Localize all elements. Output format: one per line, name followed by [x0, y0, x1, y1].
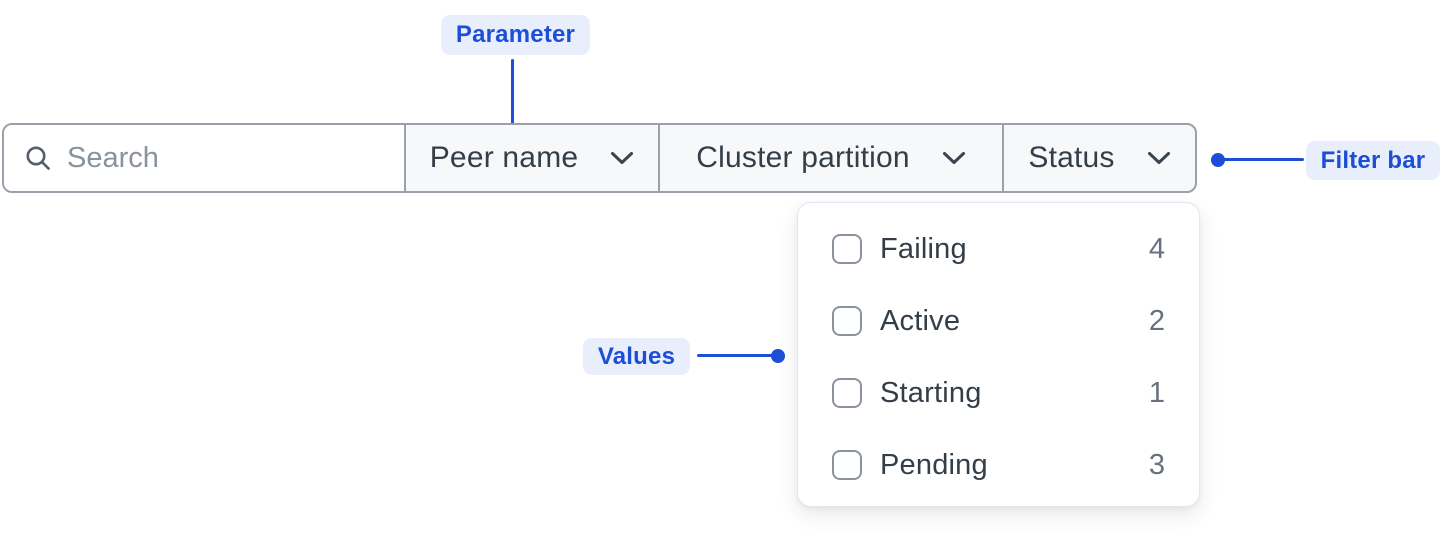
checkbox[interactable]	[832, 378, 862, 408]
status-option-failing[interactable]: Failing 4	[832, 213, 1165, 285]
status-option-active[interactable]: Active 2	[832, 285, 1165, 357]
search-input[interactable]	[67, 141, 404, 175]
cluster-partition-dropdown-label: Cluster partition	[696, 141, 910, 174]
peer-name-dropdown-label: Peer name	[429, 141, 579, 174]
parameter-annotation-badge: Parameter	[441, 15, 590, 55]
status-option-pending[interactable]: Pending 3	[832, 429, 1165, 501]
filter-bar-annotation-badge: Filter bar	[1306, 141, 1440, 180]
chevron-down-icon	[1147, 151, 1171, 165]
status-option-starting[interactable]: Starting 1	[832, 357, 1165, 429]
status-option-count: 2	[1148, 304, 1165, 337]
checkbox[interactable]	[832, 450, 862, 480]
status-option-label: Active	[880, 304, 961, 337]
status-option-count: 3	[1148, 448, 1165, 481]
status-dropdown-panel: Failing 4 Active 2 Starting 1 Pending 3	[797, 202, 1200, 507]
values-connector-dot	[771, 349, 785, 363]
values-annotation-badge: Values	[583, 338, 690, 375]
status-option-label: Starting	[880, 376, 982, 409]
status-option-label: Pending	[880, 448, 988, 481]
checkbox[interactable]	[832, 234, 862, 264]
peer-name-dropdown[interactable]: Peer name	[404, 125, 658, 191]
status-dropdown-label: Status	[1028, 141, 1115, 174]
status-option-count: 1	[1148, 376, 1165, 409]
chevron-down-icon	[610, 151, 634, 165]
chevron-down-icon	[942, 151, 966, 165]
values-connector-line	[697, 354, 775, 357]
filter-bar: Peer name Cluster partition Status	[2, 123, 1197, 193]
cluster-partition-dropdown[interactable]: Cluster partition	[658, 125, 1002, 191]
status-option-count: 4	[1148, 232, 1165, 265]
filter-bar-connector-line	[1218, 158, 1304, 161]
search-icon	[24, 144, 52, 172]
checkbox[interactable]	[832, 306, 862, 336]
status-option-label: Failing	[880, 232, 967, 265]
status-dropdown[interactable]: Status	[1002, 125, 1195, 191]
parameter-connector-line	[511, 59, 514, 140]
search-section	[4, 125, 404, 191]
